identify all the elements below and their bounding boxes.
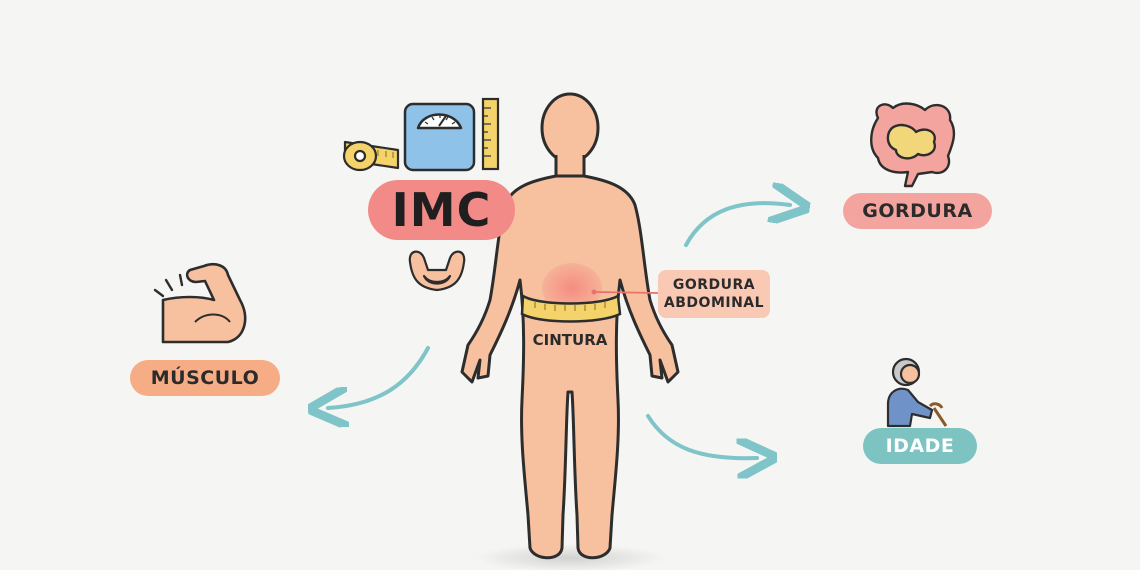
- waist-tape-measure: [520, 293, 622, 323]
- gordura-abdominal-line1: GORDURA: [672, 277, 756, 293]
- imc-label: IMC: [368, 180, 515, 240]
- gordura-label: GORDURA: [843, 193, 992, 229]
- bathroom-scale-icon: [403, 102, 476, 172]
- flexed-arm-icon: [153, 263, 247, 344]
- human-body: [460, 92, 680, 560]
- flexed-muscle-icon: [408, 250, 466, 292]
- musculo-label: MÚSCULO: [130, 360, 280, 396]
- arrow-to-musculo: [328, 346, 430, 408]
- intestine-icon: [870, 102, 956, 188]
- abdominal-fat-area: [542, 263, 602, 313]
- cintura-label: CINTURA: [532, 331, 608, 349]
- arrow-to-idade: [646, 414, 757, 458]
- ruler-icon: [481, 97, 500, 171]
- gordura-abdominal-line2: ABDOMINAL: [663, 295, 765, 311]
- elderly-person-icon: [886, 357, 948, 428]
- floor-shadow: [475, 544, 665, 570]
- idade-label: IDADE: [863, 428, 977, 464]
- abdominal-pointer-line: [593, 291, 659, 294]
- arrow-to-gordura: [684, 203, 790, 247]
- tape-measure-icon: [342, 140, 400, 172]
- gordura-abdominal-label: GORDURA ABDOMINAL: [658, 270, 770, 318]
